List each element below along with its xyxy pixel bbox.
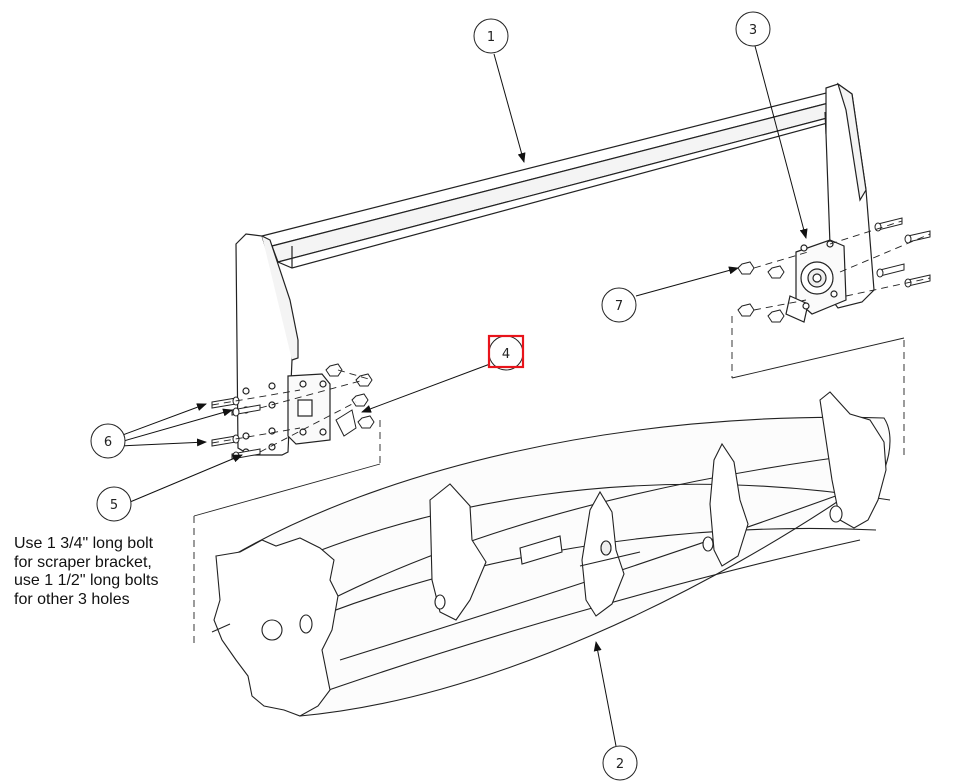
reel-assembly [211,391,891,717]
svg-text:2: 2 [616,757,624,772]
callout-7: 7 [601,287,637,323]
note-line-3: use 1 1/2" long bolts [14,572,159,589]
callout-2: 2 [602,745,638,781]
svg-text:1: 1 [487,30,495,45]
bolt-length-note: Use 1 3/4" long bolt for scraper bracket… [14,535,158,609]
callout-5: 5 [96,486,132,522]
frame-assembly [235,82,875,456]
note-line-1: Use 1 3/4" long bolt [14,535,154,552]
callout-6: 6 [90,423,126,459]
svg-text:7: 7 [615,299,623,314]
note-line-2: for scraper bracket, [14,553,152,571]
callout-3: 3 [735,11,771,47]
svg-text:5: 5 [110,498,118,513]
leader-lines [119,45,808,747]
assembly-guides [193,337,905,517]
callout-4: 4 [487,334,525,371]
note-line-4: for other 3 holes [14,590,130,608]
callout-1: 1 [473,18,509,54]
assembly-lines [193,220,931,648]
left-bolts [211,363,375,461]
callout-4-highlight [487,334,525,369]
svg-text:4: 4 [502,347,510,362]
svg-text:3: 3 [749,23,757,38]
svg-text:6: 6 [104,435,112,450]
